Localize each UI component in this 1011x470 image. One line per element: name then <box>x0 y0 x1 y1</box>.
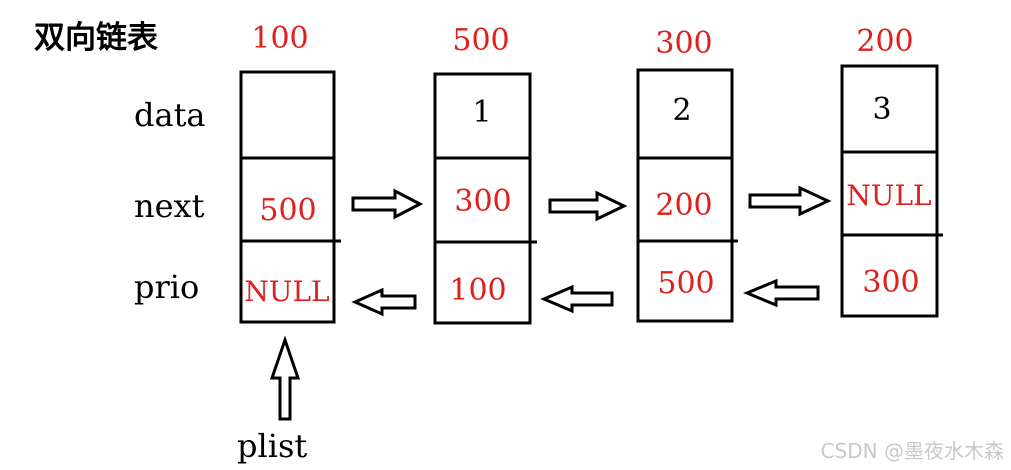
node-2-box <box>636 68 734 323</box>
prio-arrow-1-to-0 <box>351 287 417 317</box>
node-2: 300 2 200 500 <box>636 26 738 323</box>
row-label-prio: prio <box>134 268 199 306</box>
next-arrow-1-to-2 <box>548 190 628 222</box>
node-1-prio: 100 <box>449 273 506 308</box>
watermark: CSDN @墨夜水木森 <box>821 439 1004 463</box>
node-1-next: 300 <box>454 184 511 219</box>
node-0-box <box>239 70 336 324</box>
node-3-address: 200 <box>856 24 913 59</box>
diagram-title: 双向链表 <box>34 20 158 56</box>
row-label-data: data <box>134 96 206 134</box>
node-0-prio: NULL <box>244 275 329 308</box>
node-2-prio: 500 <box>657 266 714 301</box>
node-0-next: 500 <box>259 193 316 228</box>
node-0: 100 500 NULL <box>239 21 341 324</box>
prio-arrow-2-to-1 <box>540 284 614 314</box>
node-2-address: 300 <box>655 26 712 61</box>
row-label-next: next <box>134 187 205 225</box>
plist-label: plist <box>237 427 307 465</box>
node-0-address: 100 <box>251 21 308 56</box>
node-1: 500 1 300 100 <box>433 23 537 325</box>
node-1-address: 500 <box>452 23 509 58</box>
next-arrow-2-to-3 <box>748 185 832 217</box>
plist-pointer-arrow <box>269 335 301 421</box>
node-1-data: 1 <box>472 95 491 130</box>
node-2-next: 200 <box>655 188 712 223</box>
node-1-box <box>433 72 532 325</box>
node-3: 200 3 NULL 300 <box>840 24 943 318</box>
node-3-box <box>840 64 939 318</box>
next-arrow-0-to-1 <box>351 188 424 220</box>
node-3-next: NULL <box>846 179 931 212</box>
prio-arrow-3-to-2 <box>743 278 820 308</box>
node-2-data: 2 <box>672 93 691 128</box>
node-3-prio: 300 <box>862 265 919 300</box>
node-3-data: 3 <box>872 92 891 127</box>
